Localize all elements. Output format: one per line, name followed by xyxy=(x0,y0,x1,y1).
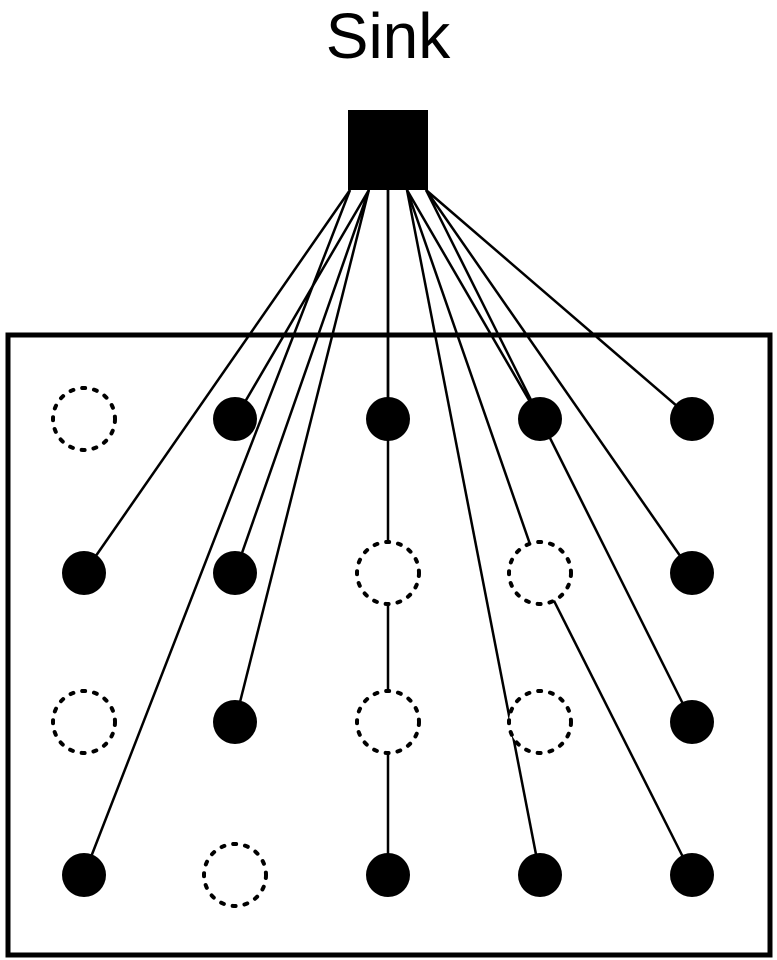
nodes-layer xyxy=(51,386,714,908)
sink-link-r4-c1 xyxy=(82,189,352,876)
sink-link-r1-c2 xyxy=(233,189,370,420)
inactive-sensor-node-r3-c3 xyxy=(355,689,421,755)
active-sensor-node-r1-c3 xyxy=(366,397,410,441)
inactive-sensor-node-r2-c4 xyxy=(507,540,573,606)
links-layer xyxy=(82,189,694,876)
sink-link-r1-c5 xyxy=(425,189,693,420)
active-sensor-node-r4-c1 xyxy=(62,853,106,897)
active-sensor-node-r3-c2 xyxy=(213,700,257,744)
inactive-sensor-node-r3-c1 xyxy=(51,689,117,755)
sink-node xyxy=(348,110,428,190)
sink-link-r2-c5 xyxy=(424,189,694,574)
active-sensor-node-r1-c4 xyxy=(518,397,562,441)
sink-link-r3-c5 xyxy=(424,189,694,723)
active-sensor-node-r1-c5 xyxy=(670,397,714,441)
active-sensor-node-r2-c1 xyxy=(62,551,106,595)
active-sensor-node-r4-c5 xyxy=(670,853,714,897)
sink-link-r2-c2 xyxy=(233,189,371,574)
active-sensor-node-r2-c2 xyxy=(213,551,257,595)
active-sensor-node-r3-c5 xyxy=(670,700,714,744)
sink-link-r3-c2 xyxy=(233,189,371,723)
inactive-sensor-node-r2-c3 xyxy=(355,540,421,606)
relay-link-r4-c5 xyxy=(538,572,694,876)
inactive-sensor-node-r1-c1 xyxy=(51,386,117,452)
active-sensor-node-r1-c2 xyxy=(213,397,257,441)
sink-link-r4-c4 xyxy=(405,189,542,876)
active-sensor-node-r2-c5 xyxy=(670,551,714,595)
sink-label: Sink xyxy=(326,0,452,72)
sink-link-r2-c1 xyxy=(82,189,352,574)
sink-link-r1-c4 xyxy=(405,189,542,420)
active-sensor-node-r4-c4 xyxy=(518,853,562,897)
inactive-sensor-node-r4-c2 xyxy=(202,842,268,908)
relay-link-r2-c4 xyxy=(405,189,542,574)
inactive-sensor-node-r3-c4 xyxy=(507,689,573,755)
active-sensor-node-r4-c3 xyxy=(366,853,410,897)
